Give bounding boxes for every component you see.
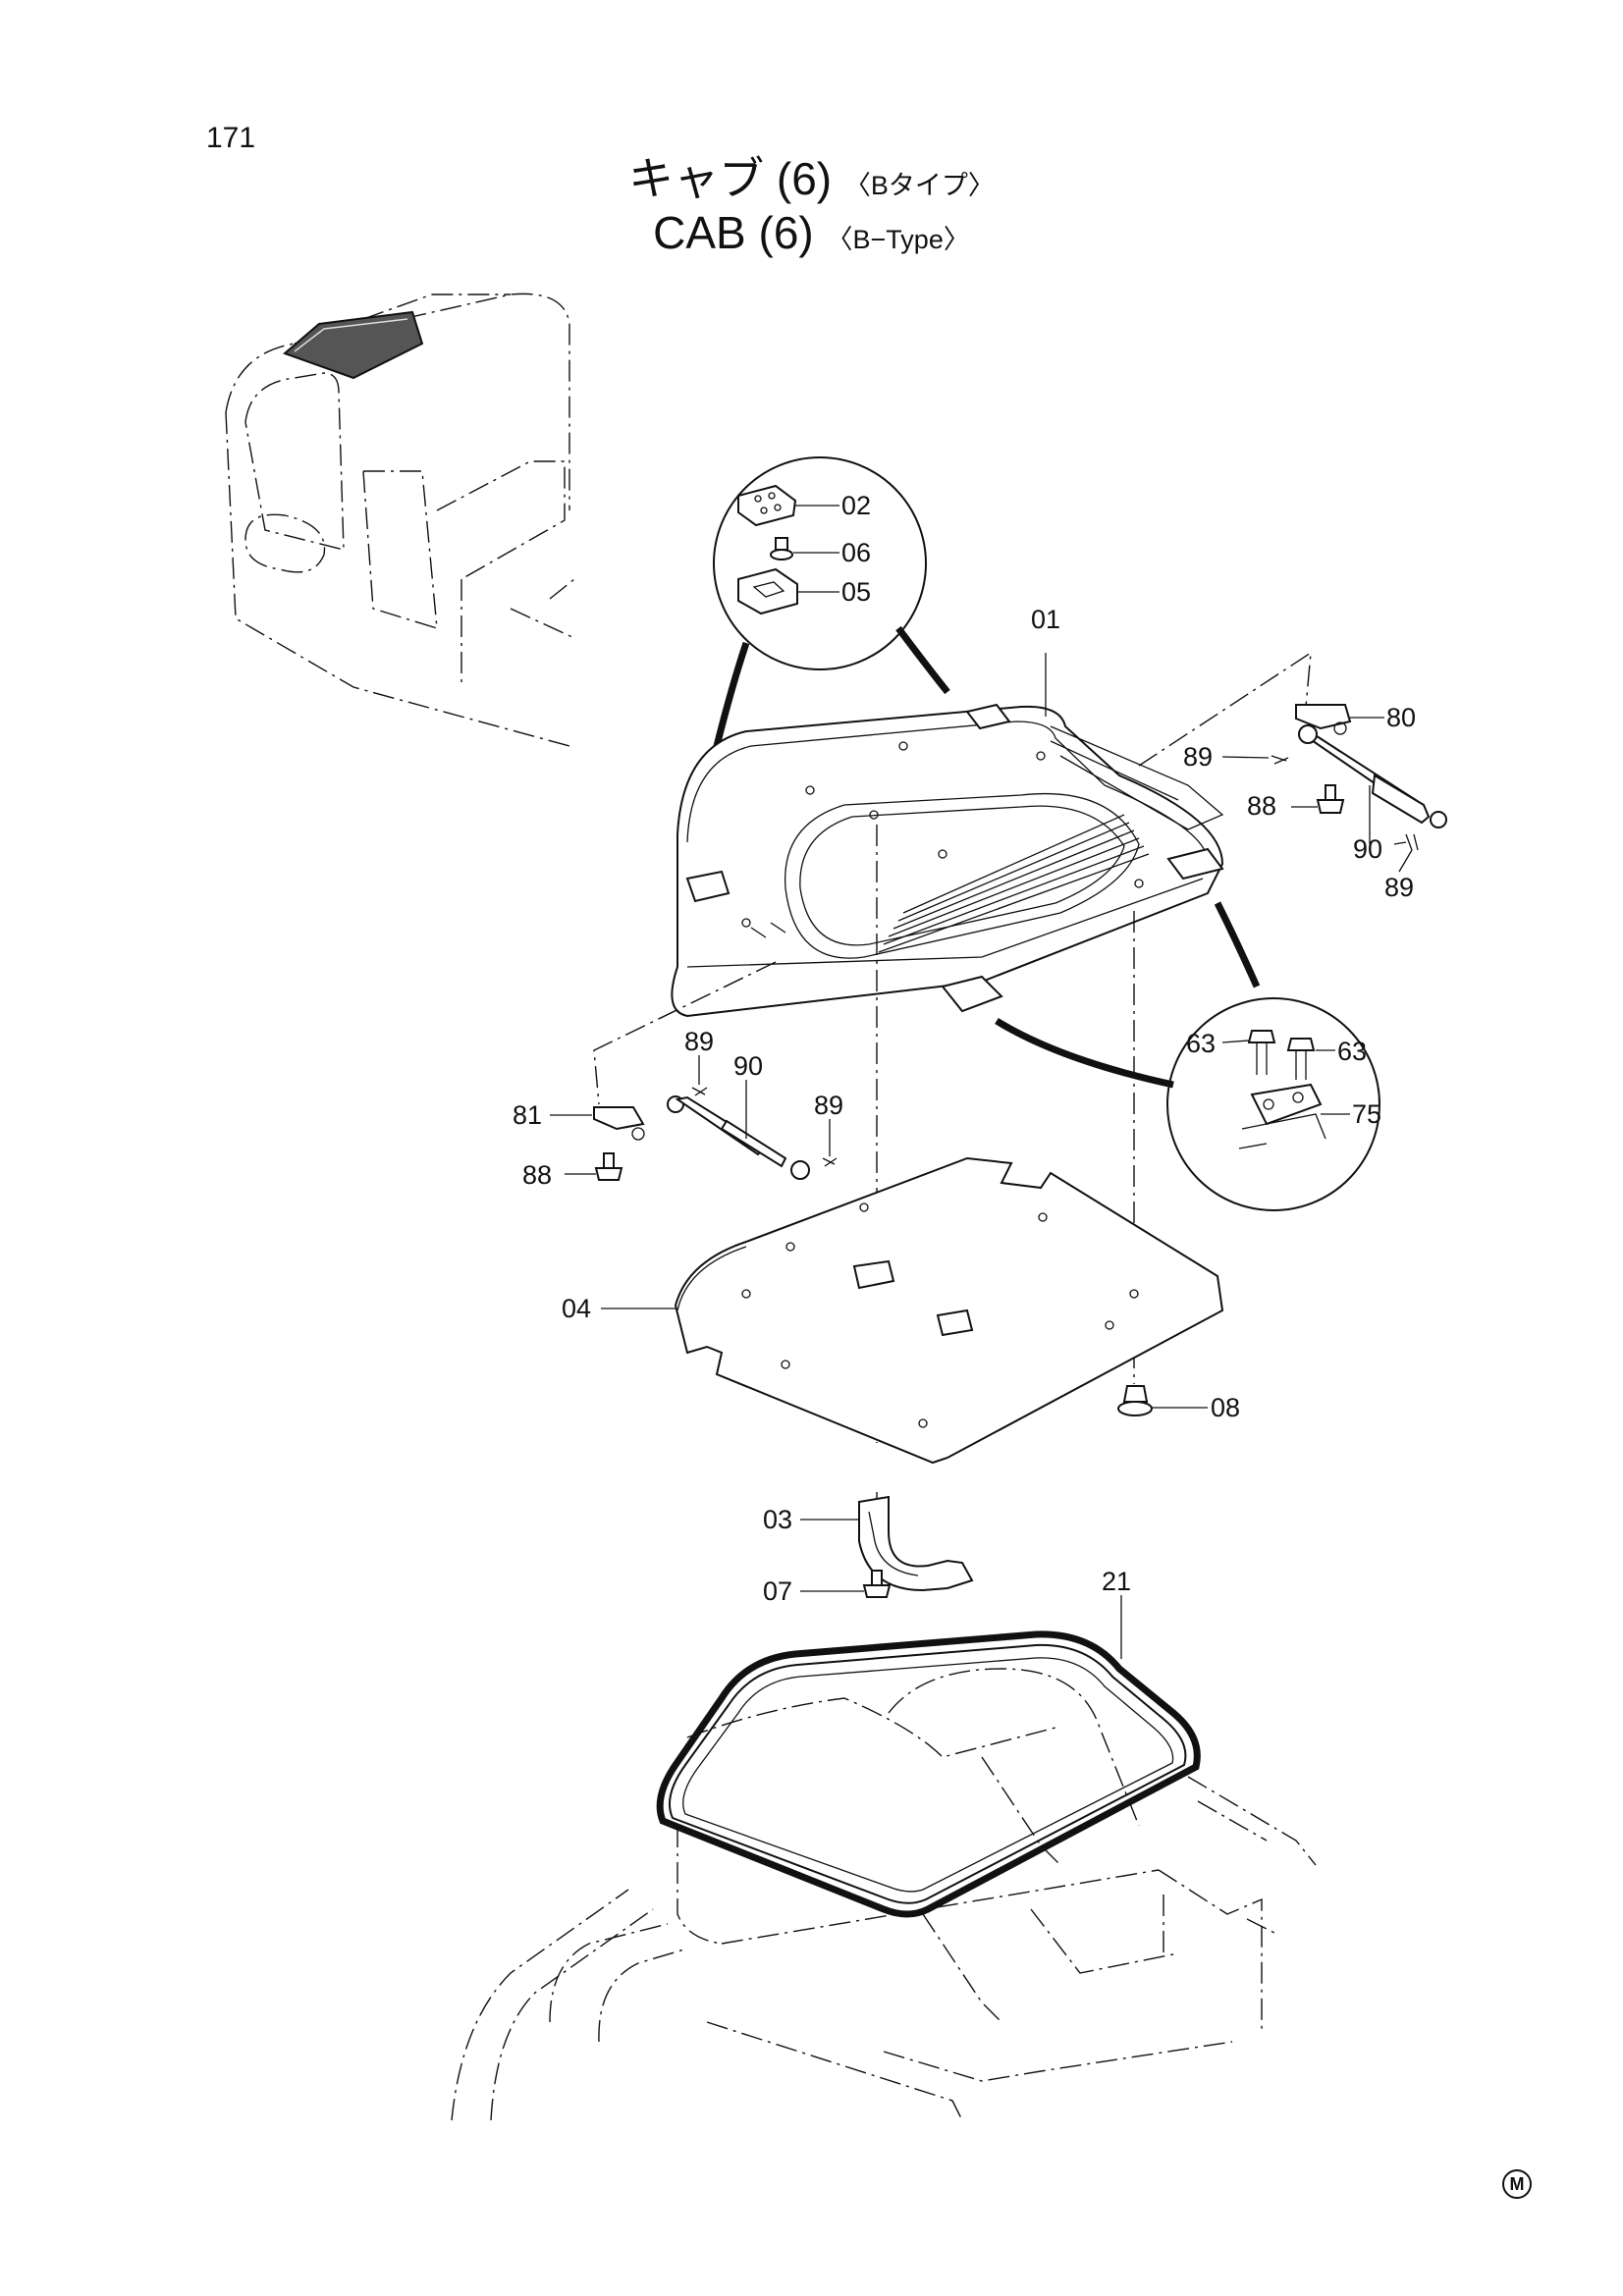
cab-roof-phantom <box>451 1668 1317 2121</box>
cover-holes <box>741 1202 1139 1428</box>
title-japanese-main: キャブ (6) <box>628 153 833 204</box>
part-89-clip-upper <box>1221 755 1289 765</box>
part-03-handle <box>800 1495 974 1592</box>
part-88-bolt-left <box>565 1152 623 1181</box>
manufacturer-mark: M <box>1502 2169 1532 2199</box>
callout-21: 21 <box>1102 1567 1131 1596</box>
hatch-ribbed-glass <box>878 814 1150 953</box>
part-90-gas-stay <box>1298 724 1447 844</box>
part-04-inner-cover <box>601 1156 1224 1465</box>
hatch-holes <box>741 741 1144 928</box>
part-01-roof-hatch-frame <box>671 653 1224 1018</box>
part-21-seal <box>656 1595 1201 1918</box>
part-07-screw <box>800 1570 892 1598</box>
cab-reference-illustration <box>225 293 575 747</box>
left-gas-stay-assembly <box>550 1055 838 1181</box>
hatch-hinge-blocks <box>685 703 1224 1013</box>
title-english-main: CAB (6) <box>653 207 814 258</box>
callout-89-left-lower: 89 <box>814 1091 843 1120</box>
part-02-clip <box>737 484 839 527</box>
right-gas-stay-assembly <box>1221 704 1447 851</box>
part-90-gas-stay-left <box>667 1080 810 1180</box>
callout-labels: 02 06 05 01 80 89 88 90 89 63 63 75 89 9… <box>513 491 1416 1606</box>
part-80-bracket <box>1295 704 1384 735</box>
detail-circle-top <box>706 456 950 816</box>
callout-05: 05 <box>841 577 871 607</box>
callout-89-left-upper: 89 <box>684 1027 714 1056</box>
callout-88-left: 88 <box>522 1160 552 1190</box>
callout-02: 02 <box>841 491 871 520</box>
part-89-clip-left-lower <box>822 1119 838 1167</box>
title-japanese-sub: 〈Bタイプ〉 <box>843 171 995 200</box>
title-english-sub: 〈B−Type〉 <box>826 225 970 254</box>
part-81-bracket <box>550 1106 645 1141</box>
callout-90-right: 90 <box>1353 834 1382 864</box>
callout-80: 80 <box>1386 703 1416 732</box>
callout-07: 07 <box>763 1576 792 1606</box>
title-japanese: キャブ (6) 〈Bタイプ〉 <box>0 143 1623 208</box>
part-63-bolt-right <box>1286 1038 1335 1080</box>
part-08-nut <box>1117 1385 1208 1416</box>
callout-90-left: 90 <box>733 1051 763 1081</box>
leader-lines <box>1320 737 1413 873</box>
part-05-cap <box>737 567 839 615</box>
callout-01: 01 <box>1031 605 1060 634</box>
callout-06: 06 <box>841 538 871 567</box>
callout-75: 75 <box>1352 1099 1381 1129</box>
part-63-bolt-left <box>1221 1030 1276 1075</box>
part-88-bolt-right <box>1291 784 1345 814</box>
callout-63-right: 63 <box>1337 1037 1367 1066</box>
callout-88-right: 88 <box>1247 791 1276 821</box>
callout-81: 81 <box>513 1100 542 1130</box>
part-89-clip-left-upper <box>691 1055 708 1096</box>
callout-89-lower-right: 89 <box>1384 873 1414 902</box>
part-06-screw <box>770 537 839 561</box>
title-english: CAB (6) 〈B−Type〉 <box>0 206 1623 259</box>
callout-63-left: 63 <box>1186 1029 1216 1058</box>
callout-08: 08 <box>1211 1393 1240 1422</box>
part-75-hinge-plate <box>1238 1083 1350 1149</box>
page-number: 171 <box>206 122 256 154</box>
part-89-clip-lower <box>1405 833 1419 851</box>
callout-03: 03 <box>763 1505 792 1534</box>
callout-89-upper-right: 89 <box>1183 742 1213 772</box>
detail-circle-bottom-right <box>995 901 1380 1211</box>
callout-04: 04 <box>562 1294 591 1323</box>
cab-roof-hatch-highlight <box>283 310 424 380</box>
